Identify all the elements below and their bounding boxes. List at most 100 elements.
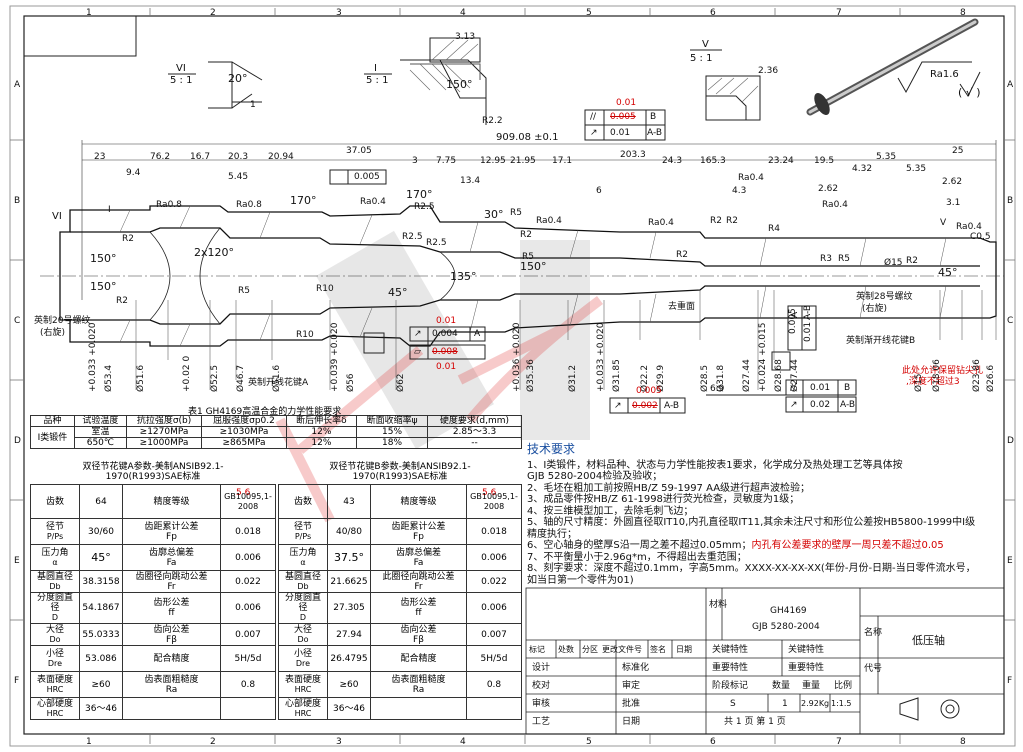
angle-4: 170° xyxy=(406,188,433,201)
grid-col-8: 8 xyxy=(960,8,966,18)
callout-thread-left-hand: (右旋) xyxy=(40,328,66,338)
dim-seg-25: 2.62 xyxy=(818,184,839,194)
diameter-label: +0.036 +0.020 xyxy=(512,322,522,392)
detail-vi-dim: 1 xyxy=(250,100,256,110)
param-value: 64 xyxy=(79,484,123,519)
param-value: 27.305 xyxy=(327,592,371,624)
dim-seg-3: 16.7 xyxy=(190,152,211,162)
grid-col-1: 1 xyxy=(86,8,92,18)
angle-7: 45° xyxy=(388,286,408,299)
t1-r0c4: 15% xyxy=(356,426,428,438)
tech-line-7-black: 6、空心轴身的壁厚S沿一周之差不超过0.05mm； xyxy=(527,540,752,551)
accuracy-value xyxy=(220,697,276,720)
callout-spline-a: 英制开线花键A xyxy=(248,378,309,388)
t1-r1c3: 12% xyxy=(285,437,358,449)
accuracy-label: 齿向公差 xyxy=(400,624,437,635)
callout-thread-left: 英制20号螺纹 xyxy=(34,316,91,326)
t1-r0c1: ≥1270MPa xyxy=(125,426,203,438)
diameter-label: +0.039 +0.020 xyxy=(330,322,340,392)
param-symbol: P/Ps xyxy=(46,531,64,541)
title-block xyxy=(525,587,1005,735)
callout-spline-b: 英制渐开线花键B xyxy=(846,336,916,346)
radius-10: R2 xyxy=(676,250,688,260)
ra-7: Ra0.4 xyxy=(956,222,982,232)
radius-3: R10 xyxy=(316,284,334,294)
spline-param-name: 齿数 xyxy=(30,484,80,519)
accuracy-name: 配合精度 xyxy=(122,645,221,672)
diameter-label: Ø28.68 xyxy=(774,359,784,392)
tb-imp-char: 重要特性 xyxy=(712,663,749,673)
diameter-label: Ø46.7 xyxy=(236,364,246,392)
angle-0: 150° xyxy=(90,252,117,265)
red-note-line-1: 此处允许保留钻尖孔 xyxy=(902,366,984,376)
ra-2: Ra0.4 xyxy=(360,197,386,207)
view-i-marker: I xyxy=(108,205,111,215)
ra-1: Ra0.8 xyxy=(236,200,262,210)
detail-v-label: V xyxy=(702,39,709,50)
accuracy-value: 0.018 xyxy=(466,518,522,545)
surface-finish-value: Ra1.6 xyxy=(930,69,959,80)
accuracy-label: 配合精度 xyxy=(153,653,190,664)
param-value: 36～46 xyxy=(79,697,123,720)
param-symbol: HRC xyxy=(46,684,64,694)
tol-top-sym-1: // xyxy=(590,112,597,122)
dim-seg-27: 3.1 xyxy=(946,198,961,208)
param-value: ≥60 xyxy=(327,671,371,698)
tech-line-2: 2、毛坯在粗加工前按照HB/Z 59-1997 AA级进行超声波检验； xyxy=(527,482,811,494)
grid-col-4: 4 xyxy=(460,8,466,18)
param-value: 27.94 xyxy=(327,623,371,646)
ra-5: Ra0.4 xyxy=(738,173,764,183)
callout-remove-weight: 去重面 xyxy=(668,302,696,312)
diameter-label: Ø27.44 xyxy=(742,359,752,392)
dim-seg-14: 6 xyxy=(596,186,602,196)
tb-material-2: GJB 5280-2004 xyxy=(752,622,820,632)
technical-requirements: 技术要求 1、I类锻件，材料品种、状态与力学性能按表1要求，化学成分及热处理工艺… xyxy=(527,443,997,586)
grid-col-5-bottom: 5 xyxy=(586,737,592,747)
tech-line-9: 8、刻字要求：深度不超过0.1mm，字高5mm。XXXX-XX-XX-XX(年份… xyxy=(527,563,976,574)
grid-col-7-bottom: 7 xyxy=(836,737,842,747)
param-name: 大径 xyxy=(293,624,312,635)
detail-i xyxy=(364,37,487,125)
tb-material-1: GH4169 xyxy=(770,606,807,616)
accuracy-symbol: Fp xyxy=(166,531,177,542)
detail-vi-angle: 20° xyxy=(228,72,248,85)
ra-3: Ra0.4 xyxy=(536,216,562,226)
tol-right-red: 0.005 xyxy=(636,386,662,396)
tb-stage-h0: 阶段标记 xyxy=(712,681,749,691)
param-symbol: HRC xyxy=(294,684,312,694)
dim-seg-17: 165.3 xyxy=(700,156,726,166)
param-name: 基圆直径 xyxy=(36,571,73,582)
accuracy-name: 精度等级 xyxy=(370,484,467,519)
accuracy-name xyxy=(370,697,467,720)
tb-weight: 2.92Kg xyxy=(801,699,830,708)
diameter-label: Ø56 xyxy=(346,373,356,392)
diameter-leaders xyxy=(135,290,997,390)
dim-seg-1: 9.4 xyxy=(126,168,141,178)
param-value: 45° xyxy=(79,544,123,571)
runout-dim: 6.9 xyxy=(710,384,725,394)
t1-h2: 抗拉强度σ(b) xyxy=(125,415,203,427)
watermark xyxy=(316,230,590,450)
spline-title-2: 1970(R1993)SAE标准 xyxy=(105,472,201,482)
vertical-tol-val-2: 0.01 xyxy=(803,321,813,342)
radius-0: R2 xyxy=(122,234,134,244)
shaft-3d-thumbnail xyxy=(806,18,979,116)
radius-16: R2.5 xyxy=(402,232,423,242)
t1-r0c5: 2.85～3.3 xyxy=(426,426,523,438)
param-value: 55.0333 xyxy=(79,623,123,646)
tech-line-0: 1、I类锻件，材料品种、状态与力学性能按表1要求，化学成分及热处理工艺等具体按 xyxy=(527,459,903,471)
tb-code-label: 代号 xyxy=(864,664,883,674)
diameter-label: +0.033 +0.020 xyxy=(596,322,606,392)
diameter-label: Ø31.2 xyxy=(568,364,578,392)
param-symbol: HRC xyxy=(294,708,312,718)
radius-6: R2.5 xyxy=(426,238,447,248)
accuracy-value: 0.006 xyxy=(466,544,522,571)
grid-col-6: 6 xyxy=(710,8,716,18)
tech-line-5: 5、轴的尺寸精度：外圆直径取IT10,内孔直径取IT11,其余未注尺寸和形位公差… xyxy=(527,517,976,528)
